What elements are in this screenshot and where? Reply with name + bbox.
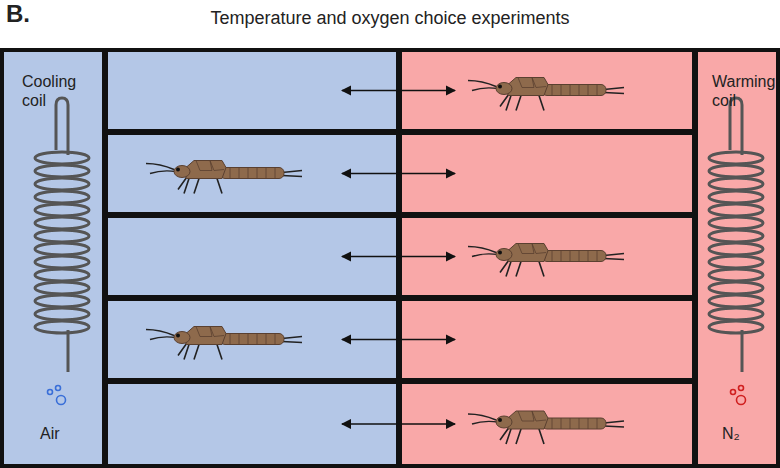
warm-nitrogen-panel: Warming coilN₂ — [698, 52, 776, 464]
panel-heading: Warming coil — [712, 72, 774, 110]
stonefly-nymph — [468, 411, 624, 444]
stonefly-nymph — [146, 327, 302, 360]
stonefly-nymph — [468, 244, 624, 277]
panel-label: B. — [6, 0, 30, 28]
gas-label: Air — [40, 424, 60, 443]
stonefly-nymph — [468, 78, 624, 111]
panel-heading: Cooling coil — [22, 72, 92, 110]
gas-label: N₂ — [722, 424, 740, 443]
cool-air-panel: Cooling coilAir — [4, 52, 102, 464]
diagram-title: Temperature and oxygen choice experiment… — [0, 8, 780, 29]
stonefly-nymph — [146, 161, 302, 194]
